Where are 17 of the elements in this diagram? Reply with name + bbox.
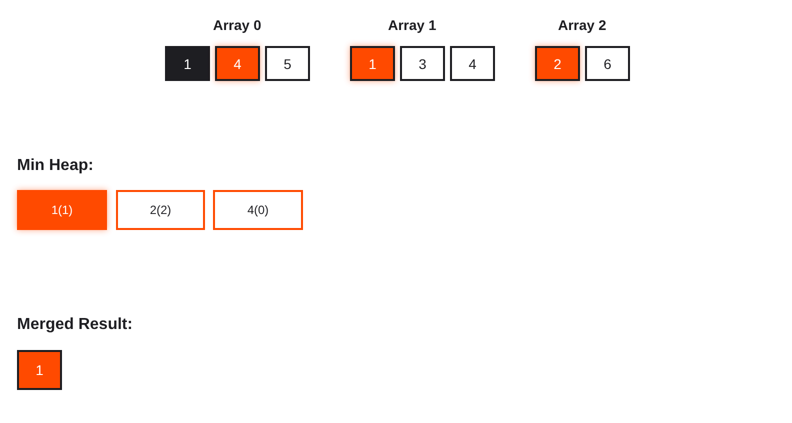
array-heading: Array 0 <box>213 17 262 34</box>
array-heading: Array 2 <box>558 17 606 34</box>
result-cell: 1 <box>17 350 62 390</box>
array-heading: Array 1 <box>388 17 436 34</box>
section-heading: Min Heap: <box>17 157 94 176</box>
array-cell: 3 <box>400 46 445 81</box>
heap-entry: 1(1) <box>17 190 107 230</box>
section-heading: Merged Result: <box>17 316 133 334</box>
array-cell: 2 <box>535 46 580 81</box>
heap-entry: 2(2) <box>116 190 205 230</box>
array-cell: 1 <box>165 46 210 81</box>
array-cell: 4 <box>215 46 260 81</box>
heap-entry: 4(0) <box>213 190 303 230</box>
array-cell: 6 <box>585 46 630 81</box>
array-cell: 5 <box>265 46 310 81</box>
array-cell: 4 <box>450 46 495 81</box>
array-cell: 1 <box>350 46 395 81</box>
